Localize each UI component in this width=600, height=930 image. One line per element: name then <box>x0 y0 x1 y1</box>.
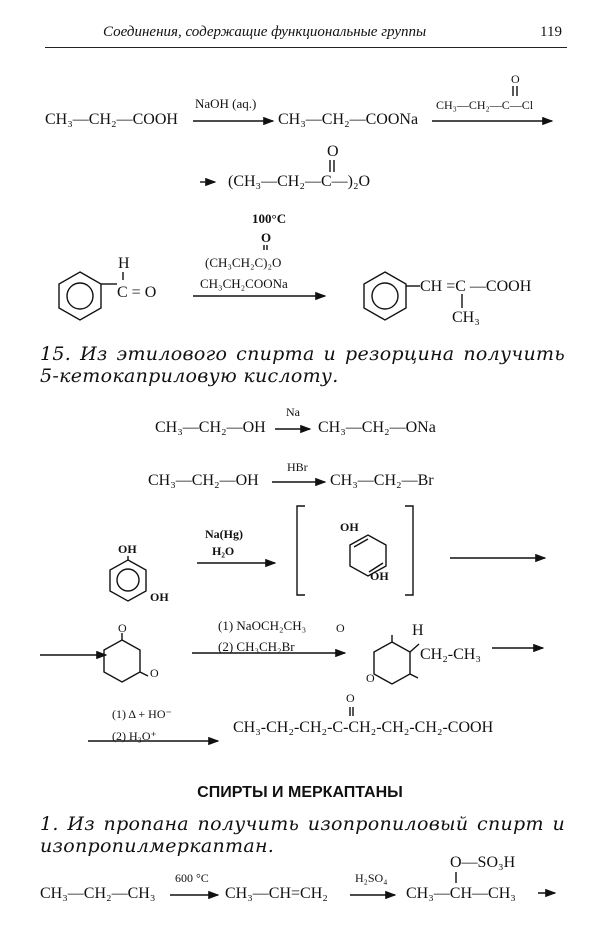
carbonyl-oxygen: O <box>327 143 339 160</box>
propene: CH₃—CH=CH₂ <box>225 885 328 902</box>
reagent-bromoethane: (2) CH₃CH₂Br <box>218 639 295 654</box>
propanoic-acid: CH₃—CH₂—COOH <box>45 111 178 128</box>
dione-oxygen: O <box>150 666 159 680</box>
running-title: Соединения, содержащие функциональные гр… <box>103 24 427 40</box>
propane: CH₃—CH₂—CH₃ <box>40 885 156 902</box>
page-number: 119 <box>540 24 562 40</box>
resorcinol-oh: OH <box>118 542 137 556</box>
reagent-sulfuric-acid: H₂SO₄ <box>355 871 388 885</box>
sulfate-group: O—SO₃H <box>450 854 516 871</box>
aldehyde-group: C = O <box>117 284 157 301</box>
bromoethane: CH₃—CH₂—Br <box>330 472 434 489</box>
reagent-base-heat: (1) Δ + HO⁻ <box>112 707 172 721</box>
ethanol: CH₃—CH₂—OH <box>148 472 259 489</box>
condition-anhydride: (CH₃CH₂C)₂O <box>205 255 282 270</box>
condition-salt: CH₃CH₂COONa <box>200 276 288 291</box>
isopropyl-hydrogen-sulfate: CH₃—CH—CH₃ <box>406 885 516 902</box>
dione-oxygen: O <box>366 671 375 685</box>
reagent-propanoyl-chloride: CH₃—CH₂—C—Cl <box>436 98 534 112</box>
carbonyl-oxygen: O <box>261 230 272 245</box>
reagent-hbr: HBr <box>287 460 308 474</box>
sodium-ethoxide: CH₃—CH₂—ONa <box>318 419 436 436</box>
header-rule <box>45 47 567 48</box>
product-methyl: CH₃ <box>452 309 480 326</box>
reagent-ethoxide: (1) NaOCH₂CH₃ <box>218 618 307 633</box>
carbonyl-oxygen: O <box>511 72 520 86</box>
ethanol: CH₃—CH₂—OH <box>155 419 266 436</box>
problem-1: 1. Из пропана получить изопропиловый спи… <box>40 813 565 857</box>
diene-oh: OH <box>340 520 359 534</box>
aldehyde-hydrogen: H <box>118 255 130 272</box>
alpha-hydrogen: H <box>412 622 424 639</box>
reagent-na-hg: Na(Hg) <box>205 527 243 541</box>
carbonyl-oxygen: O <box>346 691 355 705</box>
5-ketooctanoic-acid: CH₃-CH₂-CH₂-C-CH₂-CH₂-CH₂-COOH <box>233 719 494 736</box>
propanoic-anhydride: (CH₃—CH₂—C—)₂O <box>228 173 371 190</box>
diene-oh: OH <box>370 569 389 583</box>
resorcinol-oh: OH <box>150 590 169 604</box>
product-side-chain: CH =C —COOH <box>420 278 532 295</box>
reagent-na: Na <box>286 405 300 419</box>
condition-600c: 600 °C <box>175 871 209 885</box>
condition-temperature: 100°C <box>252 211 287 226</box>
problem-15: 15. Из этилового спирта и резорцина полу… <box>40 343 565 387</box>
reagent-water: H₂O <box>212 544 235 558</box>
dione-oxygen: O <box>118 621 127 635</box>
reagent-naoh: NaOH (aq.) <box>195 96 257 111</box>
section-heading: СПИРТЫ И МЕРКАПТАНЫ <box>197 784 403 801</box>
reagent-acid: (2) H₃O⁺ <box>112 729 157 743</box>
dione-oxygen: O <box>336 621 345 635</box>
sodium-propanoate: CH₃—CH₂—COONa <box>278 111 419 128</box>
ethyl-group: CH₂-CH₃ <box>420 646 481 663</box>
